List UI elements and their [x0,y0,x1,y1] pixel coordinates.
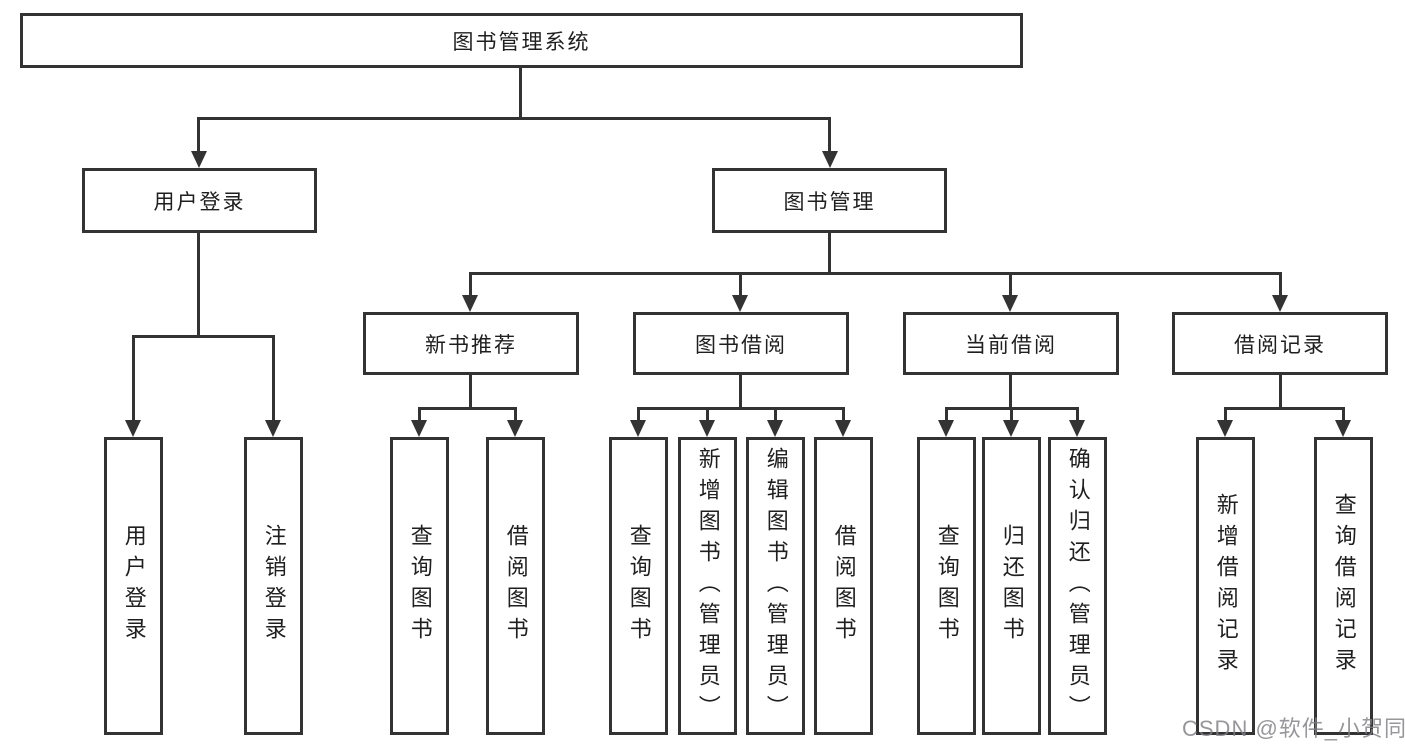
connector-line [637,407,844,410]
node-label: 新增图书（管理员） [695,446,721,726]
connector-line [469,375,472,410]
arrow-down-icon [732,295,748,312]
connector-line [828,233,831,275]
leaf-user-login: 用户登录 [104,437,163,735]
connector-line [945,407,948,422]
node-label: 图书管理系统 [452,30,591,54]
leaf-cb-confirm-return-admin: 确认归还（管理员） [1048,437,1107,735]
connector-line [739,272,742,297]
connector-line [706,407,709,422]
arrow-down-icon [1272,295,1288,312]
leaf-nb-borrow-books: 借阅图书 [486,437,545,735]
node-label: 编辑图书（管理员） [763,446,789,726]
node-label: 归还图书 [999,524,1025,648]
leaf-logout: 注销登录 [244,437,303,735]
leaf-nb-query-books: 查询图书 [390,437,449,735]
node-label: 图书借阅 [695,333,787,357]
connector-line [739,375,742,410]
leaf-bb-query-books: 查询图书 [609,437,668,735]
node-label: 查询图书 [407,524,433,648]
leaf-br-add-record: 新增借阅记录 [1196,437,1255,735]
connector-line [1009,272,1012,297]
connector-line [1342,407,1345,422]
arrow-down-icon [125,420,141,437]
node-book-management-system: 图书管理系统 [20,13,1023,68]
connector-line [1279,375,1282,410]
connector-line [1224,407,1345,410]
connector-line [197,117,200,153]
arrow-down-icon [1003,420,1019,437]
node-label: 新书推荐 [425,333,517,357]
connector-line [418,407,421,422]
connector-line [1279,272,1282,297]
node-borrowing-records: 借阅记录 [1172,312,1388,375]
node-book-borrowing: 图书借阅 [633,312,849,375]
node-label: 当前借阅 [965,333,1057,357]
leaf-cb-query-books: 查询图书 [917,437,976,735]
arrow-down-icon [835,420,851,437]
arrow-down-icon [699,420,715,437]
node-label: 查询图书 [934,524,960,648]
connector-line [197,233,200,338]
arrow-down-icon [1335,420,1351,437]
connector-line [828,117,831,153]
connector-line [519,68,522,120]
node-label: 查询借阅记录 [1331,493,1357,679]
connector-line [469,272,1281,275]
connector-line [272,335,275,422]
csdn-watermark: CSDN @软件_小贺同学 [1182,716,1405,741]
arrow-down-icon [191,151,207,168]
connector-line [1010,407,1013,422]
leaf-br-query-record: 查询借阅记录 [1314,437,1373,735]
connector-line [842,407,845,422]
leaf-cb-return-books: 归还图书 [982,437,1041,735]
connector-line [514,407,517,422]
node-user-login: 用户登录 [82,168,317,233]
leaf-bb-add-books-admin: 新增图书（管理员） [678,437,737,735]
connector-line [197,117,831,120]
node-label: 借阅图书 [831,524,857,648]
leaf-bb-edit-books-admin: 编辑图书（管理员） [746,437,805,735]
arrow-down-icon [630,420,646,437]
connector-line [469,272,472,297]
connector-line [1224,407,1227,422]
connector-line [132,335,135,422]
node-label: 新增借阅记录 [1213,493,1239,679]
node-label: 查询图书 [626,524,652,648]
connector-line [637,407,640,422]
arrow-down-icon [1217,420,1233,437]
node-label: 图书管理 [783,190,876,214]
node-label: 用户登录 [121,524,147,648]
leaf-bb-borrow-books: 借阅图书 [814,437,873,735]
node-label: 注销登录 [261,524,287,648]
arrow-down-icon [411,420,427,437]
connector-line [1009,375,1012,410]
arrow-down-icon [265,420,281,437]
node-book-management: 图书管理 [712,168,947,233]
connector-line [1076,407,1079,422]
arrow-down-icon [822,151,838,168]
arrow-down-icon [1002,295,1018,312]
connector-line [132,335,275,338]
node-label: 确认归还（管理员） [1065,446,1091,726]
connector-line [774,407,777,422]
node-label: 借阅图书 [503,524,529,648]
connector-line [418,407,517,410]
arrow-down-icon [462,295,478,312]
arrow-down-icon [767,420,783,437]
arrow-down-icon [1069,420,1085,437]
node-new-book-recommend: 新书推荐 [363,312,579,375]
node-label: 用户登录 [153,190,246,214]
node-label: 借阅记录 [1234,333,1326,357]
arrow-down-icon [938,420,954,437]
arrow-down-icon [507,420,523,437]
node-current-borrowing: 当前借阅 [903,312,1119,375]
